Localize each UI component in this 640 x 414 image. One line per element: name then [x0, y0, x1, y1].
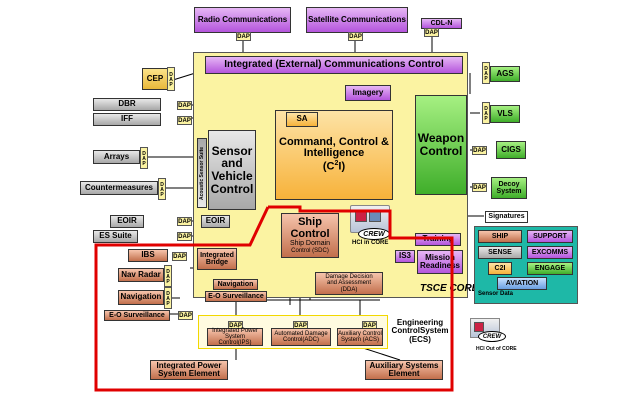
dap-tag-es-suite: DAP	[177, 232, 192, 241]
crew-label-core: CREW	[358, 228, 390, 240]
tsce-core-label: TSCE CORE	[420, 283, 479, 294]
nav-radar-box: Nav Radar	[118, 268, 164, 282]
dap-tag-vls: DAP	[482, 102, 490, 124]
eo-surveillance-external-box: E-O Surveillance	[104, 310, 170, 321]
es-suite-box: ES Suite	[93, 230, 138, 243]
eoir-external-box: EOIR	[110, 215, 144, 228]
integrated-communications-control-box: Integrated (External) Communications Con…	[205, 56, 463, 74]
legend-ship: SHIP	[478, 230, 522, 243]
dap-tag-eo-surveillance: DAP	[178, 311, 193, 320]
eo-surveillance-internal-box: E-O Surveillance	[205, 291, 267, 302]
legend-sense: SENSE	[478, 246, 522, 259]
legend-support: SUPPORT	[527, 230, 573, 243]
legend-excomms: EXCOMMS	[527, 246, 573, 259]
ibs-box: IBS	[128, 249, 168, 262]
sa-box: SA	[286, 112, 318, 127]
dap-tag-eoir-external: DAP	[177, 217, 192, 226]
cdln-box: CDL-N	[421, 18, 462, 29]
dap-tag-dbr: DAP	[177, 101, 192, 110]
ags-box: AGS	[490, 66, 520, 82]
arrays-box: Arrays	[93, 150, 140, 164]
dap-tag-cigs: DAP	[472, 146, 487, 155]
dap-tag-cdln: DAP	[424, 28, 439, 37]
legend-aviation: AVIATION	[497, 277, 547, 290]
ship-control-box: Ship Control Ship Domain Control (SDC)	[281, 213, 339, 258]
countermeasures-box: Countermeasures	[80, 181, 158, 195]
dap-tag-ags: DAP	[482, 62, 490, 84]
dbr-box: DBR	[93, 98, 161, 111]
signatures-box: Signatures	[485, 211, 528, 223]
hci-in-core-label: HCI in CORE	[352, 240, 389, 246]
dap-tag-nav-radar: DAP	[164, 265, 172, 287]
legend-c2i: C2I	[488, 262, 512, 275]
dap-tag-ibs: DAP	[172, 252, 187, 261]
dap-tag-iff: DAP	[177, 116, 192, 125]
navigation-external-box: Navigation	[118, 290, 164, 305]
dap-tag-countermeasures: DAP	[158, 178, 166, 200]
crew-label-out: CREW	[478, 331, 506, 342]
cigs-box: CIGS	[496, 141, 526, 159]
hci-out-of-core-label: HCI Out of CORE	[476, 346, 517, 352]
dap-tag-decoy: DAP	[472, 183, 487, 192]
is3-box: IS3	[395, 250, 415, 263]
vls-box: VLS	[490, 105, 520, 123]
dap-tag-radio: DAP	[236, 32, 251, 41]
legend-engage: ENGAGE	[527, 262, 573, 275]
navigation-internal-box: Navigation	[213, 279, 258, 290]
eoir-internal-box: EOIR	[201, 215, 230, 228]
iff-box: IFF	[93, 113, 161, 126]
dap-tag-navigation: DAP	[164, 287, 172, 309]
legend-sensor-data-label: Sensor Data	[478, 291, 514, 297]
imagery-box: Imagery	[345, 85, 391, 101]
dap-tag-cep: DAP	[167, 67, 175, 91]
dap-tag-satellite: DAP	[348, 32, 363, 41]
dap-tag-arrays: DAP	[140, 147, 148, 169]
